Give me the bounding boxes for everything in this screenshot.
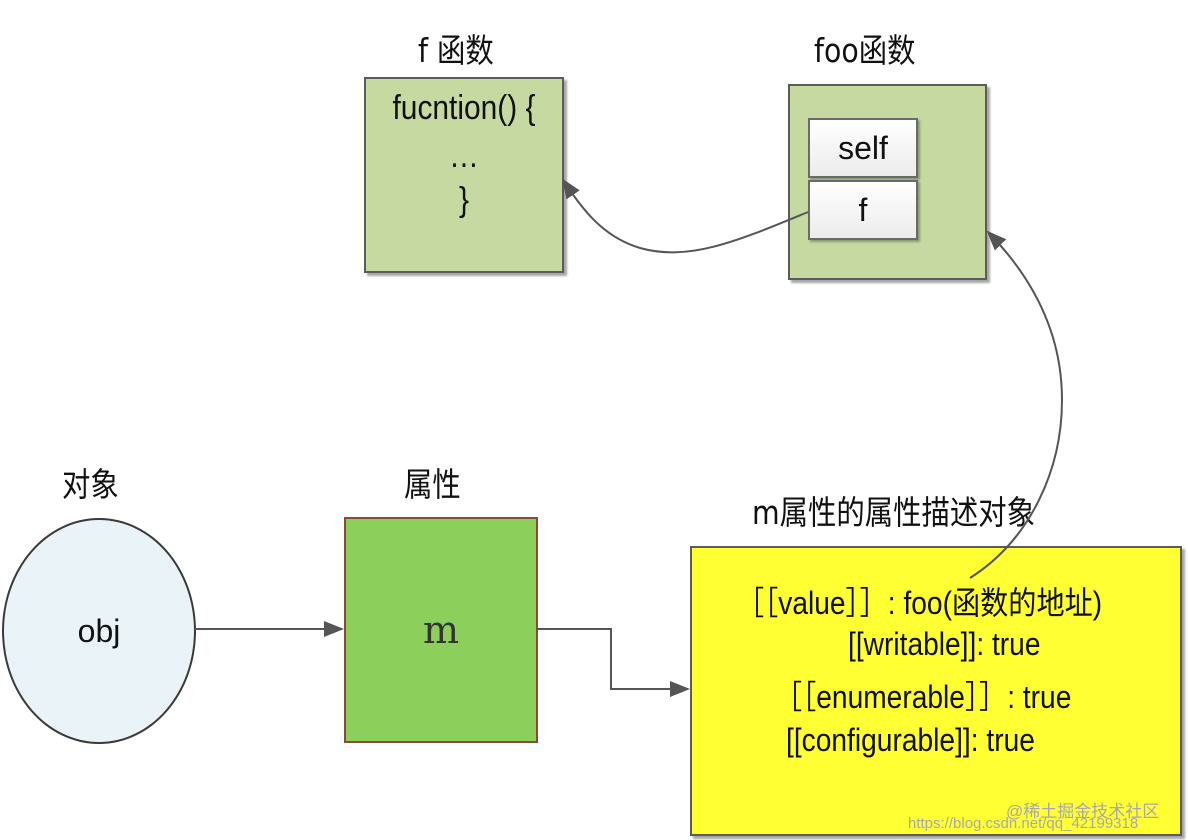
foo-function-box: self f bbox=[788, 84, 987, 280]
f-code-line-3: } bbox=[458, 181, 469, 219]
watermark-brand: @稀土掘金技术社区 bbox=[1006, 802, 1160, 821]
arrow-f-slot-to-function bbox=[561, 178, 809, 254]
f-function-label: f 函数 bbox=[418, 31, 494, 70]
property-label: 属性 bbox=[404, 465, 461, 504]
descriptor-label: m属性的属性描述对象 bbox=[752, 493, 1036, 532]
m-property-node: m bbox=[344, 517, 538, 743]
f-slot: f bbox=[808, 180, 918, 240]
f-code-line-2: … bbox=[449, 137, 479, 175]
watermark-url: https://blog.csdn.net/qq_42199318 bbox=[908, 815, 1139, 832]
arrow-m-to-descriptor bbox=[536, 628, 690, 697]
descriptor-configurable-line: [[configurable]]: true bbox=[786, 722, 1035, 758]
object-label: 对象 bbox=[62, 465, 119, 504]
descriptor-writable-line: [[writable]]: true bbox=[848, 626, 1041, 662]
descriptor-value-line: ［［value］］: foo(函数的地址) bbox=[736, 585, 1103, 621]
obj-node: obj bbox=[2, 518, 196, 744]
m-label: m bbox=[422, 608, 460, 652]
obj-label: obj bbox=[77, 612, 121, 649]
descriptor-enumerable-line: ［［enumerable］］: true bbox=[774, 679, 1072, 715]
arrow-value-to-foo bbox=[969, 230, 1064, 579]
f-function-box: fucntion() { … } bbox=[364, 77, 564, 273]
self-slot: self bbox=[808, 118, 918, 178]
f-code-line-1: fucntion() { bbox=[392, 89, 536, 127]
foo-function-label: foo函数 bbox=[814, 31, 916, 70]
descriptor-box: ［［value］］: foo(函数的地址) [[writable]]: true… bbox=[690, 546, 1182, 836]
